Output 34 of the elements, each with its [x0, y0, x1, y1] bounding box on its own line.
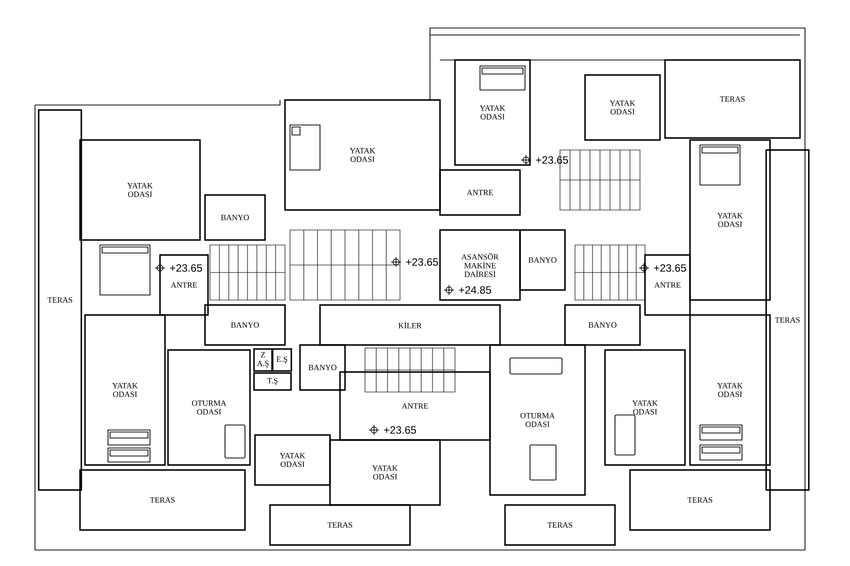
room: TERAS [664, 59, 801, 139]
room: TERAS [629, 469, 771, 531]
room: TERAS [765, 149, 810, 491]
elevation-label: +23.65 [536, 156, 568, 164]
room: YATAK ODASI [284, 99, 441, 211]
room: E.Ş [272, 348, 292, 372]
room: Z A.Ş [253, 348, 273, 372]
room: OTURMA ODASI [489, 344, 586, 496]
room: KİLER [319, 304, 501, 346]
elevation-label: +23.65 [170, 264, 202, 272]
room: T.Ş [253, 372, 292, 391]
room: TERAS [79, 469, 246, 531]
room: YATAK ODASI [584, 74, 661, 141]
room: YATAK ODASI [454, 59, 531, 166]
elevation-label: +23.65 [384, 426, 416, 434]
elevation-label: +23.65 [654, 264, 686, 272]
room: BANYO [519, 229, 566, 291]
room: TERAS [504, 504, 616, 546]
room: YATAK ODASI [254, 434, 331, 486]
room: YATAK ODASI [689, 314, 771, 466]
room: BANYO [299, 344, 346, 391]
room: ANTRE [439, 169, 521, 216]
room: YATAK ODASI [329, 439, 441, 506]
room: YATAK ODASI [84, 314, 166, 466]
elevation-label: +24.85 [459, 286, 491, 294]
room: BANYO [204, 304, 286, 346]
room: TERAS [38, 109, 82, 491]
room: OTURMA ODASI [167, 349, 251, 466]
room: BANYO [204, 194, 266, 241]
room: YATAK ODASI [689, 139, 771, 301]
room: YATAK ODASI [79, 139, 201, 241]
room: TERAS [269, 504, 411, 546]
room: YATAK ODASI [604, 349, 686, 466]
room: BANYO [564, 304, 641, 346]
